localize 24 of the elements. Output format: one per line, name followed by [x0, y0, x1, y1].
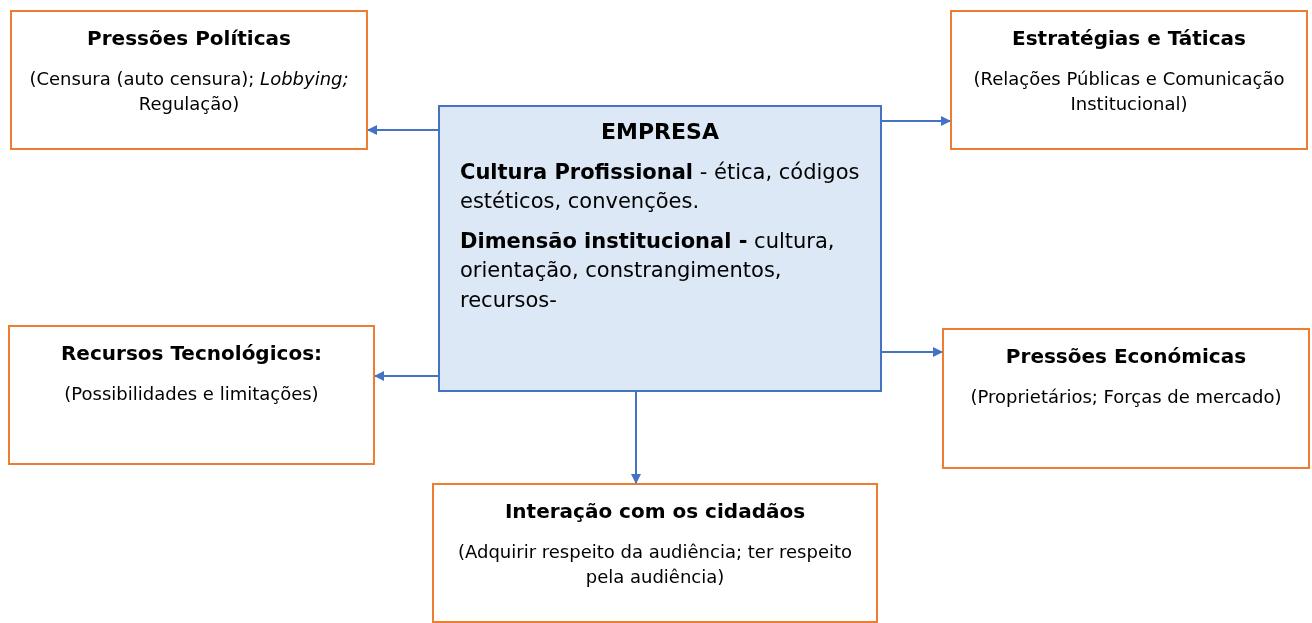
box-text: Dimensão institucional - cultura, orientação, constrangimentos, recursos- [460, 227, 836, 314]
box-text: (Adquirir respeito da audiência; ter respeito pela audiência) [456, 540, 854, 590]
box-heading: Recursos Tecnológicos: [60, 341, 323, 365]
box-heading: Pressões Políticas [87, 26, 291, 50]
box-text: Cultura Profissional - ética, códigos estéticos, convenções. [460, 159, 860, 216]
box-heading: Estratégias e Táticas [1012, 26, 1246, 50]
arrow [374, 371, 439, 381]
box-text: (Censura (auto censura); Lobbying; Regulação) [28, 67, 350, 117]
arrow [367, 125, 439, 135]
box-text: (Proprietários; Forças de mercado) [970, 385, 1282, 409]
arrow [881, 347, 943, 357]
topic-box [950, 10, 1308, 150]
topic-box [8, 325, 375, 465]
central-box [438, 105, 882, 392]
topic-box [432, 483, 878, 623]
box-text: (Relações Públicas e Comunicação Institucional) [972, 67, 1286, 117]
arrow [881, 116, 951, 126]
topic-box [10, 10, 368, 150]
box-heading: Interação com os cidadãos [504, 499, 806, 523]
arrow [631, 391, 641, 484]
box-text: (Possibilidades e limitações) [64, 382, 319, 406]
box-heading: EMPRESA [600, 119, 720, 144]
topic-box [942, 328, 1310, 469]
box-heading: Pressões Económicas [1005, 344, 1247, 368]
